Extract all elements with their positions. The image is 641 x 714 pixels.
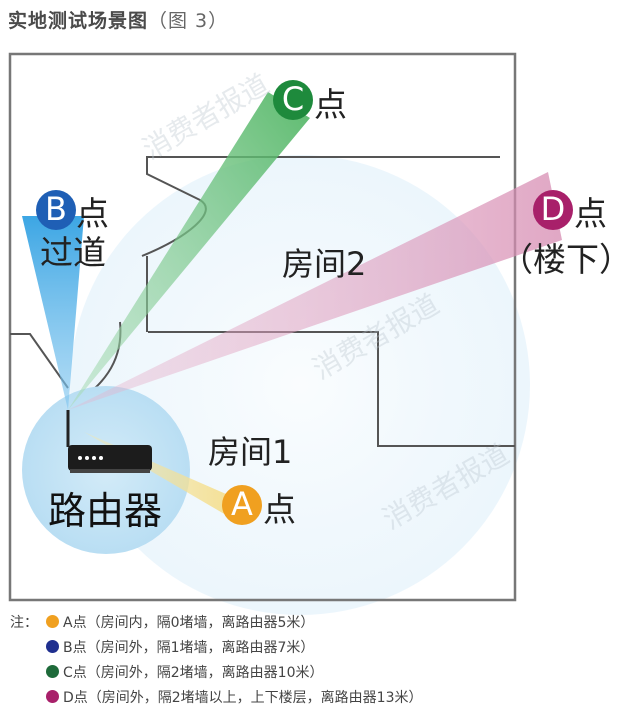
marker-a-letter: A bbox=[231, 485, 253, 523]
beam-b bbox=[22, 216, 84, 410]
note-d-text: D点（房间外，隔2堵墙以上，上下楼层，离路由器13米） bbox=[63, 690, 423, 706]
beam-c bbox=[68, 92, 310, 410]
marker-d bbox=[533, 190, 573, 230]
note-b-text: B点（房间外，隔1堵墙，离路由器7米） bbox=[63, 640, 315, 656]
note-a-dot bbox=[46, 615, 59, 628]
note-c: C点（房间外，隔2堵墙，离路由器10米） bbox=[46, 662, 324, 682]
note-b-dot bbox=[46, 640, 59, 653]
title-main: 实地测试场景图 bbox=[8, 10, 149, 32]
label-a: 点 bbox=[263, 490, 296, 529]
room2-top-wall bbox=[146, 156, 500, 201]
label-b-corridor: 过道 bbox=[40, 233, 106, 272]
label-d: 点 bbox=[574, 194, 607, 233]
note-b: B点（房间外，隔1堵墙，离路由器7米） bbox=[46, 637, 314, 657]
room1-label: 房间1 bbox=[208, 433, 293, 471]
marker-c-letter: C bbox=[281, 80, 305, 118]
note-d: D点（房间外，隔2堵墙以上，上下楼层，离路由器13米） bbox=[46, 687, 423, 707]
router-icon bbox=[66, 410, 152, 473]
note-a-text: A点（房间内，隔0堵墙，离路由器5米） bbox=[63, 615, 315, 631]
note-c-text: C点（房间外，隔2堵墙，离路由器10米） bbox=[63, 665, 324, 681]
marker-a bbox=[222, 485, 262, 525]
router-label: 路由器 bbox=[48, 489, 163, 533]
diagram-title: 实地测试场景图（图 3） bbox=[8, 6, 228, 33]
marker-d-letter: D bbox=[540, 190, 566, 228]
marker-b-letter: B bbox=[45, 190, 67, 228]
room2-label: 房间2 bbox=[282, 245, 367, 283]
label-b: 点 bbox=[76, 194, 109, 233]
note-d-dot bbox=[46, 690, 59, 703]
building-outline bbox=[8, 52, 517, 602]
marker-c bbox=[273, 80, 313, 120]
left-wall bbox=[10, 333, 69, 389]
label-c: 点 bbox=[314, 85, 347, 124]
label-d-downstairs: （楼下） bbox=[500, 240, 632, 279]
note-c-dot bbox=[46, 665, 59, 678]
note-a: A点（房间内，隔0堵墙，离路由器5米） bbox=[46, 612, 314, 632]
title-suffix: （图 3） bbox=[148, 10, 229, 32]
beam-d bbox=[68, 172, 562, 410]
marker-b bbox=[36, 190, 76, 230]
notes-prefix: 注： bbox=[10, 615, 38, 631]
